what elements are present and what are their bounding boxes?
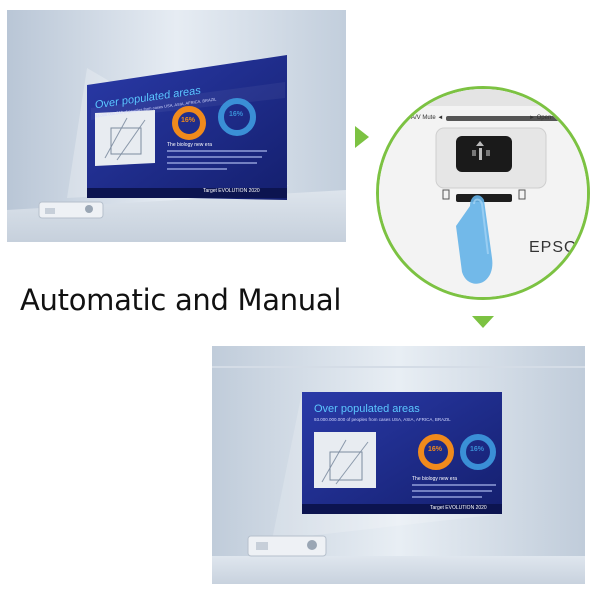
arrow-right-icon [355,126,369,148]
av-mute-label: A/V Mute ◄ [411,115,444,121]
screen-heading-bottom: The biology new era [412,476,458,482]
screen-pct1-bottom: 16% [428,446,443,453]
open-label: ► Open [529,115,552,121]
room-panel-top: Over populated areas 93.000.000.000 of p… [7,10,346,242]
caption-text: Automatic and Manual [20,283,342,317]
arrow-down-icon [472,316,494,328]
screen-pct2-top: 16% [229,111,244,118]
control-panel-zoom: A/V Mute ◄ ► Open EPSO [376,86,590,300]
projected-screen-top [38,55,287,219]
room-panel-bottom: Over populated areas 93.000.000.000 of p… [212,346,585,584]
screen-title-bottom: Over populated areas [314,403,420,415]
screen-heading-top: The biology new era [167,142,213,148]
screen-subtitle-bottom: 93.000.000.000 of peoples from cases USA… [314,417,451,422]
brand-logo: EPSO [529,239,578,256]
screen-pct2-bottom: 16% [470,446,485,453]
screen-footer-top: Target EVOLUTION 2020 [203,188,260,194]
room-illustration-bottom [212,346,585,584]
screen-pct1-top: 16% [181,117,196,124]
projector-top-illustration [379,89,587,297]
screen-footer-bottom: Target EVOLUTION 2020 [430,505,487,511]
